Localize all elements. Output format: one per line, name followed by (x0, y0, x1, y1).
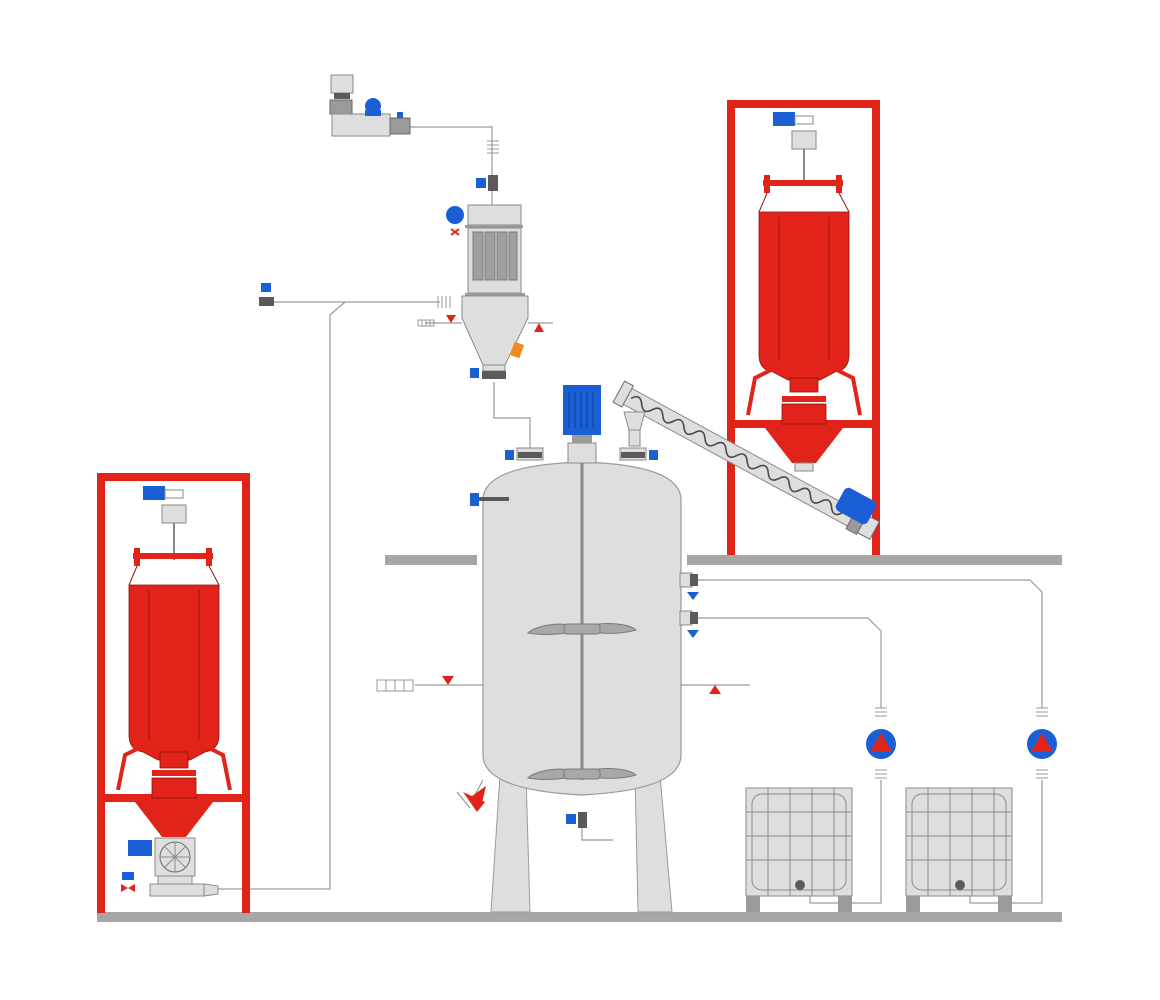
pump-coupling (334, 93, 350, 99)
vacuum-valve[interactable] (476, 175, 498, 191)
screw-conveyor[interactable] (612, 380, 881, 541)
tank-leg-right (634, 774, 673, 913)
mezzanine-floor-left (385, 555, 477, 565)
outlet-line-2 (697, 617, 882, 708)
level-high-icon (534, 323, 544, 332)
purge-valve[interactable] (259, 283, 274, 306)
right-hoist (791, 130, 817, 150)
transfer-pump-2[interactable] (1027, 707, 1057, 779)
right-hopper (765, 428, 843, 463)
filter-cartridges (472, 231, 518, 281)
tank-leg-left (490, 774, 531, 913)
pump-base (331, 113, 391, 137)
left-hoist (161, 504, 187, 524)
big-bag-discharger-right[interactable] (727, 100, 880, 555)
pickup-adaptor (149, 883, 205, 897)
conveying-line (218, 301, 440, 890)
receiver-lid (467, 204, 522, 226)
safety-valve-icon (456, 779, 486, 812)
floor-lines (97, 555, 1062, 922)
pump-head (329, 99, 353, 115)
screw-flight (630, 395, 843, 516)
screw-outlet (623, 411, 646, 447)
filter-receiver[interactable] (417, 204, 544, 379)
screw-drive-motor[interactable] (834, 486, 878, 526)
flex-connector-vacuum (487, 140, 499, 154)
left-hopper (135, 802, 213, 837)
receiver-discharge-valve (482, 371, 506, 379)
temp-probe-icon (470, 493, 479, 506)
right-bag (758, 211, 850, 381)
tank-sensor-box (376, 679, 414, 692)
outlet-line-1 (697, 579, 1043, 708)
pump-valve (389, 117, 411, 135)
air-inlet-valve (121, 884, 135, 892)
tank-level-low-icon (442, 676, 454, 685)
transfer-pump-1[interactable] (866, 707, 896, 779)
level-low-icon (446, 315, 456, 323)
right-hoist-motor (773, 112, 795, 126)
pump-silencer (330, 74, 354, 94)
ground-floor (97, 912, 1062, 922)
pulse-jet-icon (446, 206, 464, 224)
vibrator-icon (509, 341, 525, 359)
mixing-tank[interactable] (376, 385, 721, 913)
impeller-upper (526, 623, 638, 635)
ibc-tote-1[interactable] (745, 787, 853, 912)
receiver-outlet-line (493, 382, 531, 450)
rotary-valve-motor (128, 840, 152, 856)
rotary-valve[interactable] (121, 837, 219, 897)
impeller-lower (526, 768, 638, 780)
receiver-sensor-box (417, 319, 435, 327)
left-bag (128, 584, 220, 761)
vacuum-line (410, 126, 493, 205)
tank-level-high-icon (709, 685, 721, 694)
bottom-drain (581, 828, 613, 841)
big-bag-discharger-left[interactable] (97, 473, 250, 913)
ibc-tote-2[interactable] (905, 787, 1013, 912)
left-hoist-motor (143, 486, 165, 500)
mezzanine-floor-right (687, 555, 1062, 565)
vacuum-pump[interactable] (329, 74, 411, 137)
